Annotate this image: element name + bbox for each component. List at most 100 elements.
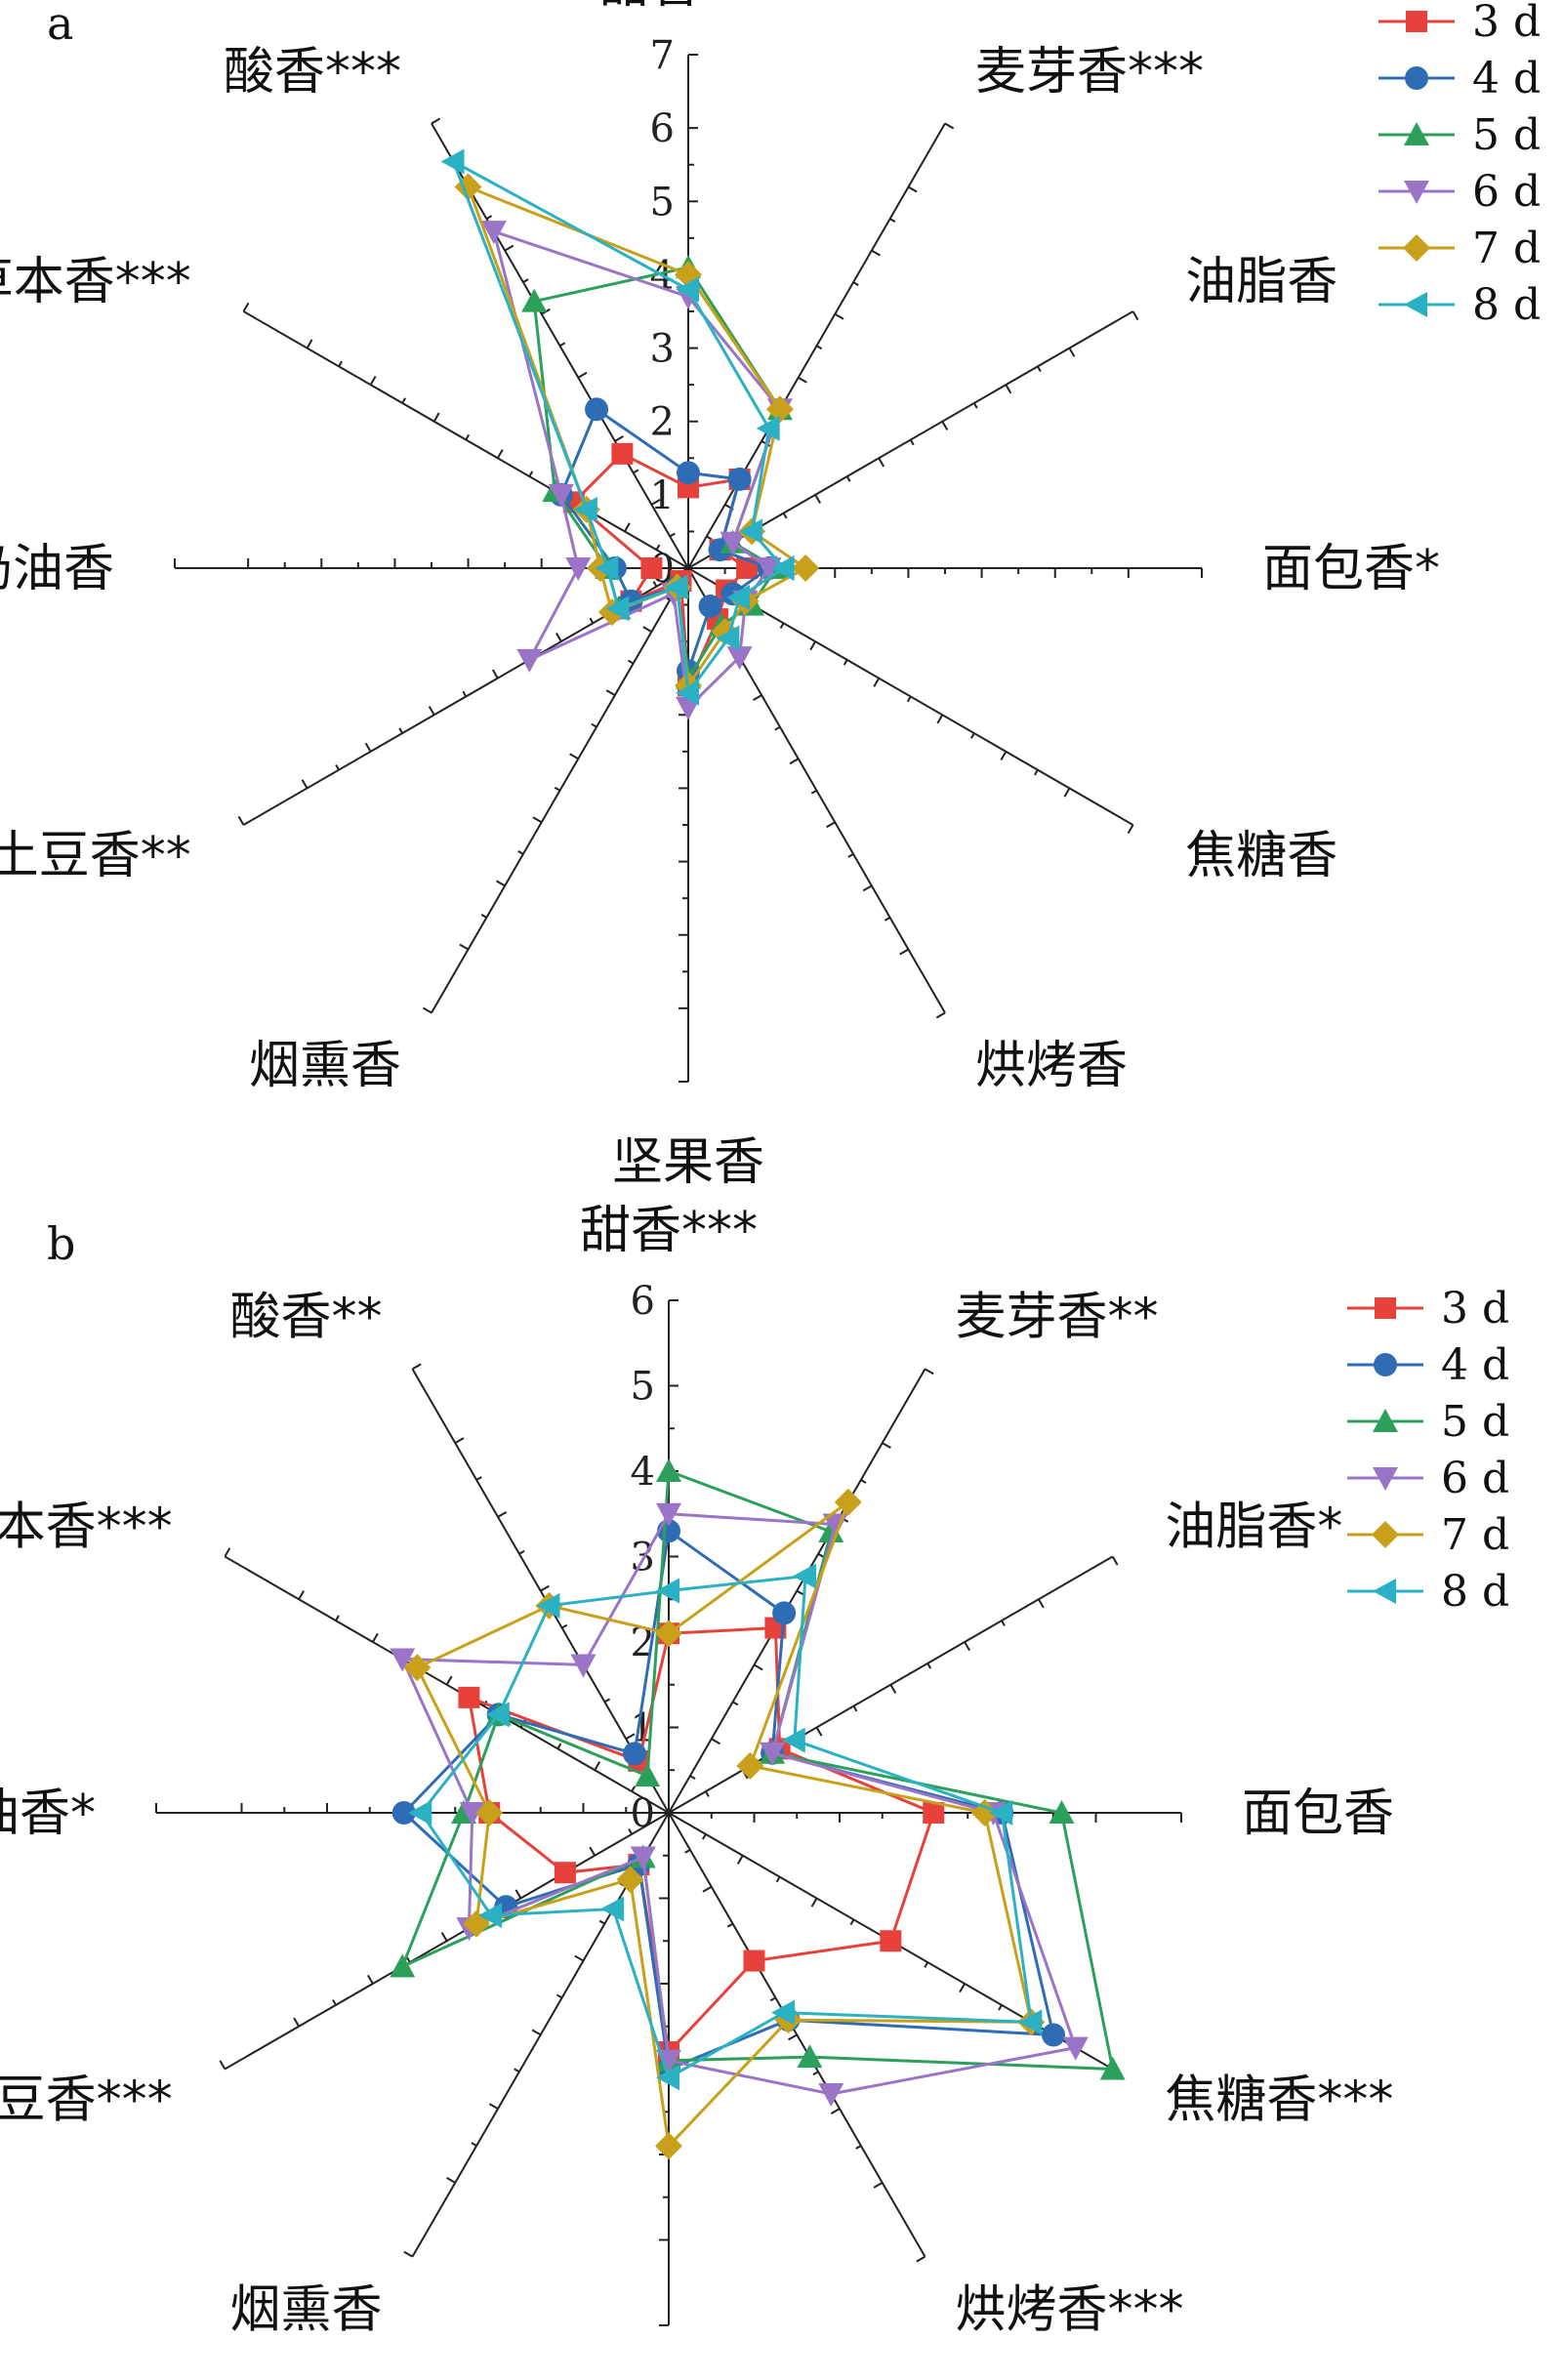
axis-minor-tick — [1001, 1620, 1006, 1626]
data-point — [760, 1742, 786, 1766]
data-point — [923, 1802, 945, 1824]
axis-label: 烟熏香 — [249, 1037, 401, 1095]
axis-tick — [496, 449, 504, 459]
axis-tick — [504, 244, 514, 252]
legend-label: 8 d — [1472, 280, 1541, 330]
axis-minor-tick — [847, 852, 854, 858]
axis-tick — [224, 1547, 231, 1558]
axis-minor-tick — [855, 2145, 862, 2150]
axis-minor-tick — [628, 1828, 633, 1835]
axis-minor-tick — [769, 1996, 776, 2002]
data-point — [521, 288, 548, 312]
axis-minor-tick — [555, 1993, 563, 1999]
series-line — [467, 1626, 936, 2056]
radar-axes — [174, 54, 1203, 1083]
axis-minor-tick — [812, 2071, 819, 2076]
axis-minor-tick — [726, 1922, 734, 1928]
axis-tick — [531, 2029, 542, 2036]
axis-minor-tick — [779, 622, 785, 630]
data-point — [605, 595, 630, 622]
radar-chart-b-svg: b0123456甜香***麦芽香**油脂香*面包香焦糖香***烘烤香***坚果香… — [0, 1202, 1509, 2380]
legend-label: 4 d — [1472, 54, 1541, 103]
axis-tick — [514, 1889, 522, 1899]
axis-minor-tick — [471, 2142, 477, 2147]
data-point — [880, 1930, 902, 1952]
data-point — [726, 585, 751, 611]
data-point — [818, 2082, 844, 2107]
legend-label: 4 d — [1441, 1340, 1509, 1390]
panel-label: a — [47, 0, 73, 50]
axis-minor-tick — [528, 471, 534, 477]
axis-minor-tick — [603, 1698, 611, 1703]
data-point — [616, 1866, 644, 1894]
tick-label: 4 — [631, 1450, 655, 1495]
data-point — [698, 595, 722, 619]
data-point — [459, 1802, 485, 1826]
axis-tick — [889, 1684, 897, 1694]
axis-minor-tick — [465, 433, 471, 440]
data-point — [1062, 2036, 1089, 2061]
series-8d — [408, 1563, 1043, 2091]
axis-tick — [1131, 310, 1139, 321]
tick-label: 7 — [650, 33, 675, 78]
data-point — [676, 276, 699, 303]
tick-label: 3 — [650, 327, 675, 372]
data-point — [770, 555, 795, 581]
data-point — [781, 1727, 805, 1753]
axis-minor-tick — [702, 1833, 707, 1840]
data-point — [656, 1502, 681, 1527]
legend-label: 7 d — [1441, 1510, 1509, 1560]
axis-minor-tick — [398, 727, 404, 734]
data-point — [793, 1563, 816, 1589]
data-point — [536, 1592, 560, 1619]
axis-tick — [569, 753, 579, 760]
axis-minor-tick — [972, 402, 978, 409]
axis-label: 焦糖香*** — [1165, 2072, 1393, 2130]
axis-minor-tick — [522, 278, 529, 284]
legend: 3 d4 d5 d6 d7 d8 d — [1378, 0, 1541, 330]
data-point — [611, 442, 634, 465]
data-point — [408, 1800, 432, 1826]
axis-tick — [624, 522, 631, 532]
axis-label: 面包香* — [1262, 540, 1440, 598]
axis-tick — [555, 632, 562, 642]
data-point — [635, 1763, 661, 1787]
axis-label: 坚果香* — [580, 2377, 758, 2380]
axis-label: 熟土豆香*** — [0, 2072, 173, 2130]
axis-tick — [364, 742, 372, 753]
legend-label: 6 d — [1472, 167, 1541, 217]
axis-tick — [871, 249, 882, 257]
data-point — [756, 415, 780, 441]
axis-minor-tick — [774, 725, 781, 731]
axis-tick — [788, 2033, 798, 2041]
axis-minor-tick — [782, 513, 788, 519]
axis-minor-tick — [475, 1476, 482, 1481]
axis-tick — [488, 2103, 499, 2110]
axis-tick — [491, 669, 499, 679]
axis-tick — [882, 1442, 891, 1449]
axis-tick — [964, 1641, 970, 1652]
data-point — [565, 557, 592, 581]
tick-label: 1 — [650, 473, 675, 518]
data-point — [818, 1519, 844, 1543]
axis-minor-tick — [732, 1701, 739, 1706]
data-point — [475, 1799, 504, 1826]
data-point — [630, 1846, 656, 1870]
axis-tick — [899, 948, 909, 956]
data-point — [548, 483, 574, 508]
axis-tick — [814, 494, 822, 505]
axis-minor-tick — [338, 360, 343, 367]
data-point — [656, 1458, 681, 1482]
data-point — [655, 1620, 682, 1648]
data-point — [772, 1601, 797, 1625]
axis-minor-tick — [518, 1549, 525, 1555]
axis-line — [668, 1812, 926, 2258]
axis-tick — [810, 1898, 818, 1908]
axis-tick — [1000, 751, 1008, 761]
panel-label: b — [47, 1217, 75, 1270]
data-point — [573, 496, 597, 522]
axis-tick — [789, 758, 800, 765]
tick-label: 5 — [631, 1365, 655, 1410]
axis-label: 甜香*** — [580, 1202, 758, 1260]
data-point — [458, 1686, 480, 1708]
